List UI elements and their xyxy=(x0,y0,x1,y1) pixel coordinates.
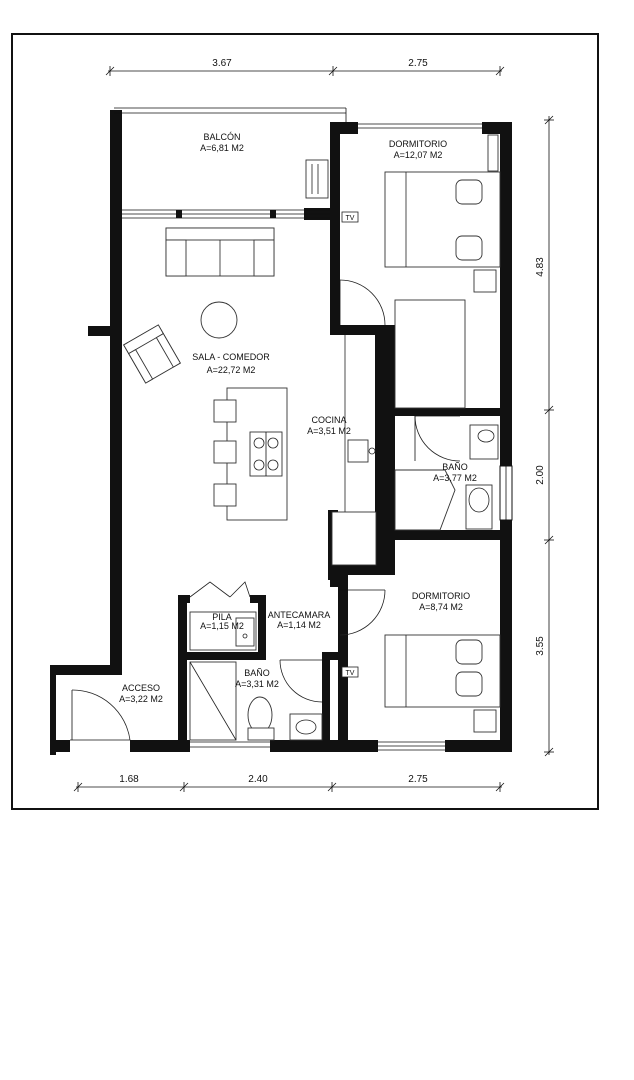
bano2-fixtures xyxy=(189,661,323,741)
door-dorm1 xyxy=(339,279,386,326)
dimension-right-top: 4.83 xyxy=(535,257,546,277)
door-bano2 xyxy=(279,659,323,703)
bano1-fixtures xyxy=(394,424,499,531)
room-pila-area: A=1,15 M2 xyxy=(200,621,244,631)
dimension-right: 4.83 2.00 3.55 xyxy=(535,115,554,757)
room-sala-area: A=22,72 M2 xyxy=(207,365,256,375)
room-bano2-area: A=3,31 M2 xyxy=(235,679,279,689)
wardrobe-dorm1 xyxy=(394,299,466,409)
room-cocina-area: A=3,51 M2 xyxy=(307,426,351,436)
dimension-bottom-left: 1.68 xyxy=(119,774,139,785)
window-bano1 xyxy=(499,465,513,521)
bed-dorm2 xyxy=(384,634,501,733)
door-dorm2 xyxy=(339,589,386,636)
room-antecamara-name: ANTECAMARA xyxy=(268,610,331,620)
room-bano2-name: BAÑO xyxy=(244,668,270,678)
room-balcon-name: BALCÓN xyxy=(203,132,240,142)
balcon-ac-unit xyxy=(305,159,329,199)
window-dorm2-bottom xyxy=(378,741,445,751)
dimension-top: 3.67 2.75 xyxy=(105,58,505,76)
svg-text:TV: TV xyxy=(346,215,355,222)
kitchen-counter xyxy=(331,335,377,566)
room-dormitorio2-area: A=8,74 M2 xyxy=(419,602,463,612)
room-acceso-name: ACCESO xyxy=(122,683,160,693)
dimension-right-mid: 2.00 xyxy=(535,465,546,485)
door-acceso xyxy=(70,689,131,741)
door-pila xyxy=(189,581,251,598)
room-bano1-name: BAÑO xyxy=(442,462,468,472)
room-balcon-area: A=6,81 M2 xyxy=(200,143,244,153)
window-dorm1-top xyxy=(358,123,482,129)
svg-text:TV: TV xyxy=(346,670,355,677)
bar-stools xyxy=(213,399,237,507)
room-dormitorio1-area: A=12,07 M2 xyxy=(394,150,443,160)
dimension-bottom: 1.68 2.40 2.75 xyxy=(73,774,505,792)
dimension-bottom-mid: 2.40 xyxy=(248,774,268,785)
room-sala-name: SALA - COMEDOR xyxy=(192,352,270,362)
balcony-railing xyxy=(114,107,347,219)
tv-marker-1: TV xyxy=(341,211,359,223)
room-bano1-area: A=3,77 M2 xyxy=(433,473,477,483)
sofa xyxy=(165,227,275,277)
room-pila-name: PILA xyxy=(212,612,232,622)
dimension-bottom-right: 2.75 xyxy=(408,774,428,785)
armchair xyxy=(123,324,181,384)
bed-dorm1 xyxy=(384,134,501,293)
dimension-top-left: 3.67 xyxy=(212,58,232,69)
room-cocina-name: COCINA xyxy=(311,415,346,425)
room-dormitorio1-name: DORMITORIO xyxy=(389,139,447,149)
dimension-top-right: 2.75 xyxy=(408,58,428,69)
door-bano1 xyxy=(414,415,461,462)
drawing-frame xyxy=(11,33,599,810)
tv-marker-2: TV xyxy=(341,666,359,678)
dimension-right-bottom: 3.55 xyxy=(535,636,546,656)
round-table xyxy=(200,301,238,339)
door-bano2-bottom xyxy=(190,741,270,748)
room-acceso-area: A=3,22 M2 xyxy=(119,694,163,704)
room-dormitorio2-name: DORMITORIO xyxy=(412,591,470,601)
pila-sink xyxy=(189,611,257,651)
room-antecamara-area: A=1,14 M2 xyxy=(277,620,321,630)
kitchen-island xyxy=(226,387,288,521)
